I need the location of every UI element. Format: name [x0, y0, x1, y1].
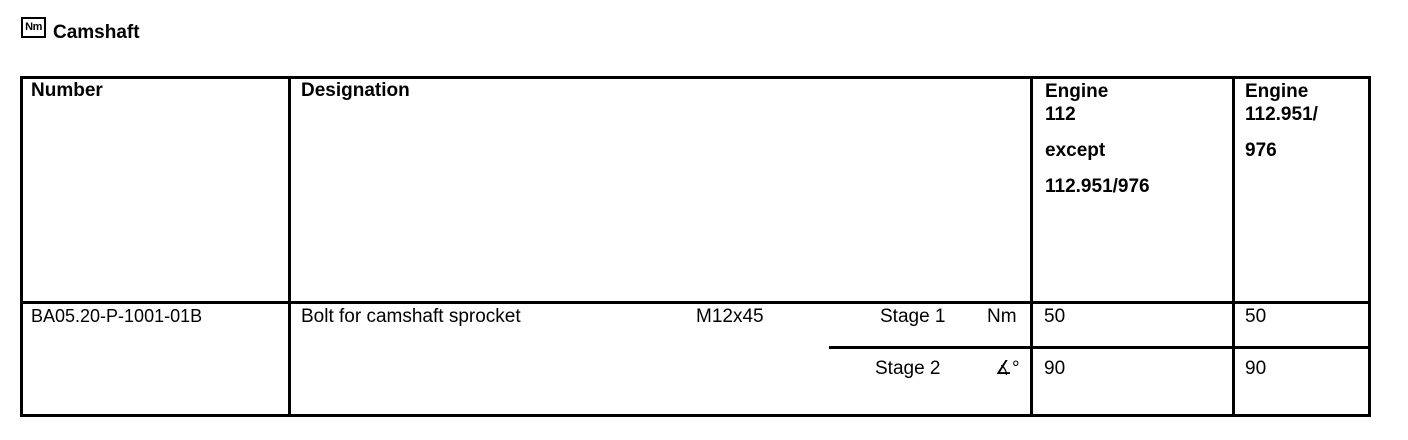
cell-size: M12x45	[696, 306, 764, 327]
cell-designation: Bolt for camshaft sprocket	[301, 306, 521, 327]
stage-2-engine-112-951: 90	[1245, 358, 1267, 379]
torque-nm-icon: Nm	[21, 17, 46, 38]
stage-2-label: Stage 2	[875, 358, 941, 379]
angle-unit-icon: ∡°	[995, 358, 1020, 379]
column-header-designation: Designation	[301, 80, 410, 101]
header-divider	[23, 301, 1368, 304]
stage-1-engine-112: 50	[1044, 306, 1066, 327]
column-header-engine-112-951: Engine 112.951/ 976	[1245, 81, 1318, 161]
stage-2-engine-112: 90	[1044, 358, 1066, 379]
stage-1-unit: Nm	[987, 306, 1017, 327]
section-title: Camshaft	[53, 22, 140, 43]
column-divider	[288, 79, 291, 414]
stage-1-label: Stage 1	[880, 306, 946, 327]
column-header-engine-112: Engine 112 except 112.951/976	[1045, 81, 1150, 197]
stage-1-engine-112-951: 50	[1245, 306, 1267, 327]
section-title-row: Nm Camshaft	[21, 17, 140, 47]
cell-number: BA05.20-P-1001-01B	[31, 306, 203, 326]
column-divider	[1030, 79, 1033, 414]
torque-table: Number Designation Engine 112 except 112…	[20, 76, 1371, 417]
column-divider	[1232, 79, 1235, 414]
column-header-number: Number	[31, 80, 103, 101]
stage-divider	[829, 346, 1368, 349]
